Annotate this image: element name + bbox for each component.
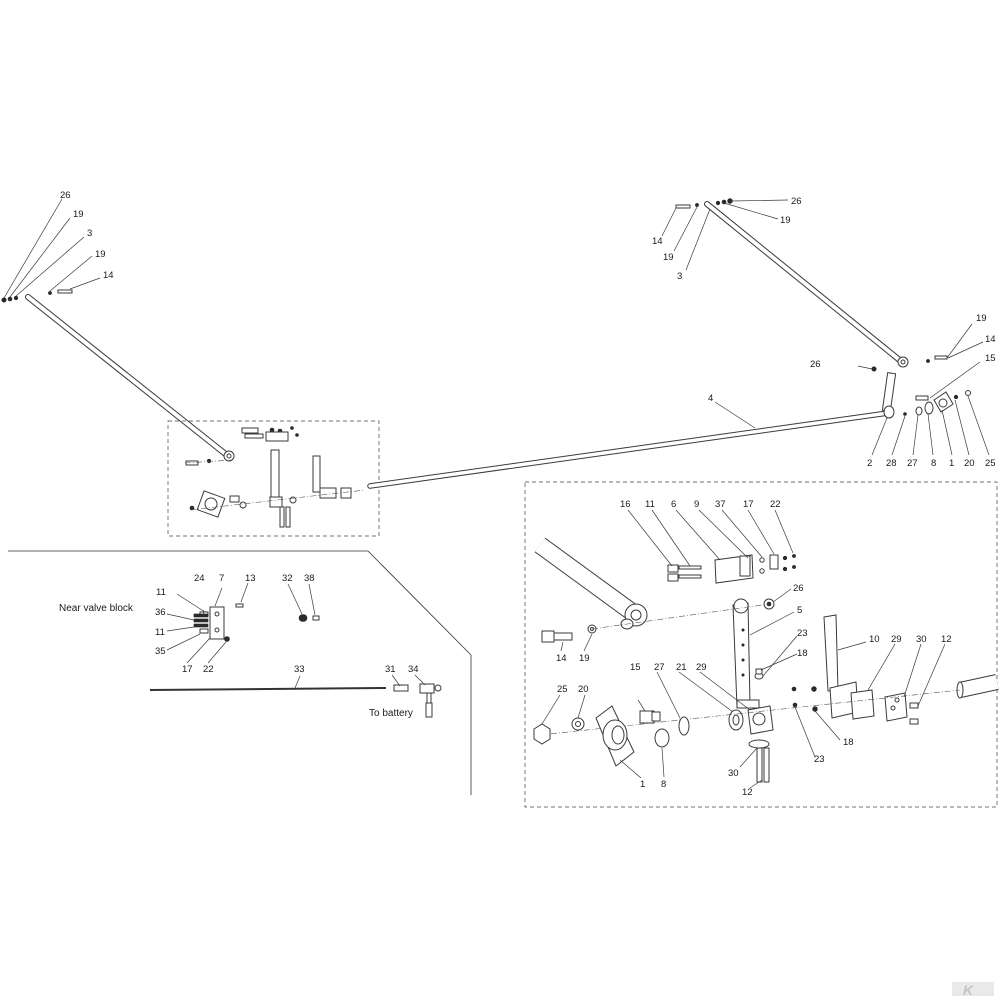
- callout-rod-4: 4: [708, 393, 713, 404]
- callout-right-15: 15: [985, 353, 996, 364]
- detail-callout-30a: 30: [916, 634, 927, 645]
- detail-callout-29a: 29: [891, 634, 902, 645]
- valve-inset-caption: Near valve block: [59, 603, 134, 614]
- callout-right-20: 20: [964, 458, 975, 469]
- detail-callout-17: 17: [743, 499, 754, 510]
- detail-callout-37: 37: [715, 499, 726, 510]
- detail-callout-22: 22: [770, 499, 781, 510]
- cable-callout-34: 34: [408, 664, 419, 675]
- cross-rod: 4: [367, 393, 891, 489]
- valve-block-inset: Near valve block 11 24 7 13 36 11 35 17 …: [8, 550, 472, 795]
- valve-callout-35: 35: [155, 646, 166, 657]
- brand-logo-letter: K: [963, 982, 974, 998]
- detail-callout-5: 5: [797, 605, 802, 616]
- detail-callout-10: 10: [869, 634, 880, 645]
- callout-right-14a: 14: [652, 236, 663, 247]
- detail-callout-23a: 23: [797, 628, 808, 639]
- detail-callout-12b: 12: [742, 787, 753, 798]
- detail-callout-15: 15: [630, 662, 641, 673]
- battery-cable: 33 31 34 To battery: [149, 664, 442, 719]
- callout-right-14b: 14: [985, 334, 996, 345]
- detail-inset: 16 11 6 9 37 17 22 26 5 14 19 23: [533, 499, 999, 798]
- callout-right-26: 26: [791, 196, 802, 207]
- callout-right-1: 1: [949, 458, 954, 469]
- detail-callout-23b: 23: [814, 754, 825, 765]
- detail-callout-18b: 18: [843, 737, 854, 748]
- left-pivot-mini-assembly: [184, 426, 366, 528]
- detail-callout-11: 11: [645, 499, 655, 510]
- callout-right-27: 27: [907, 458, 918, 469]
- detail-callout-12a: 12: [941, 634, 952, 645]
- callout-right-28: 28: [886, 458, 897, 469]
- detail-callout-21: 21: [676, 662, 687, 673]
- detail-callout-14: 14: [556, 653, 567, 664]
- detail-callout-20: 20: [578, 684, 589, 695]
- detail-callout-18a: 18: [797, 648, 808, 659]
- detail-callout-9: 9: [694, 499, 699, 510]
- cable-callout-33: 33: [294, 664, 305, 675]
- callout-left-19b: 19: [95, 249, 106, 260]
- valve-callout-11a: 11: [156, 587, 166, 598]
- left-pivot-frame: [167, 420, 380, 537]
- callout-right-8: 8: [931, 458, 936, 469]
- callout-left-3: 3: [87, 228, 92, 239]
- detail-callout-16: 16: [620, 499, 631, 510]
- callout-left-19a: 19: [73, 209, 84, 220]
- valve-callout-17: 17: [182, 664, 193, 675]
- detail-callout-6: 6: [671, 499, 676, 510]
- callout-right-26b: 26: [810, 359, 821, 370]
- valve-callout-7: 7: [219, 573, 224, 584]
- valve-callout-36: 36: [155, 607, 166, 618]
- detail-callout-30b: 30: [728, 768, 739, 779]
- callout-right-3: 3: [677, 271, 682, 282]
- left-arm-assembly: 26 19 3 19 14: [1, 190, 235, 462]
- valve-callout-32: 32: [282, 573, 293, 584]
- brand-logo: K: [952, 982, 994, 998]
- detail-callout-29b: 29: [696, 662, 707, 673]
- detail-callout-1: 1: [640, 779, 645, 790]
- callout-right-25: 25: [985, 458, 996, 469]
- valve-callout-11b: 11: [155, 627, 165, 638]
- right-arm-assembly: 26 19 14 19 3 26 19 14 15 2 28: [652, 196, 996, 469]
- callout-right-19c: 19: [976, 313, 987, 324]
- detail-callout-25: 25: [557, 684, 568, 695]
- callout-right-19b: 19: [663, 252, 674, 263]
- valve-callout-24: 24: [194, 573, 205, 584]
- detail-callout-26: 26: [793, 583, 804, 594]
- valve-callout-22: 22: [203, 664, 214, 675]
- callout-left-26: 26: [60, 190, 71, 201]
- valve-callout-13: 13: [245, 573, 256, 584]
- detail-callout-27: 27: [654, 662, 665, 673]
- callout-left-14: 14: [103, 270, 114, 281]
- detail-inset-frame: [524, 481, 998, 808]
- detail-callout-8: 8: [661, 779, 666, 790]
- callout-right-19a: 19: [780, 215, 791, 226]
- callout-right-2: 2: [867, 458, 872, 469]
- cable-caption: To battery: [369, 708, 413, 719]
- detail-callout-19: 19: [579, 653, 590, 664]
- valve-callout-38: 38: [304, 573, 315, 584]
- cable-callout-31: 31: [385, 664, 396, 675]
